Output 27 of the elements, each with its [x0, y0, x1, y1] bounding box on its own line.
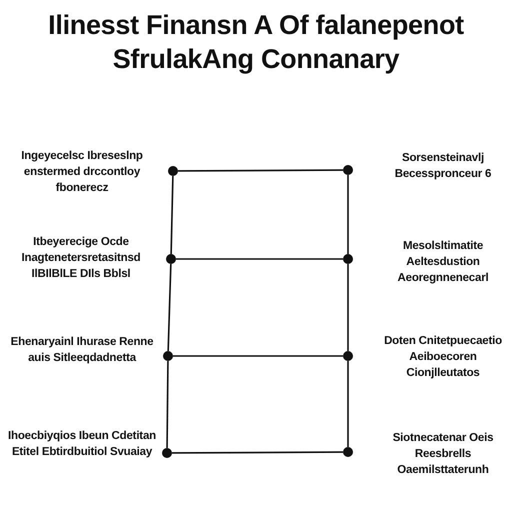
junction-dot	[166, 254, 176, 264]
junction-dot	[163, 351, 173, 361]
side-note: Sorsensteinavlj Becesspronceur 6	[394, 151, 492, 182]
junction-dot	[162, 448, 172, 458]
side-note: Ihoecbiyqios Ibeun Cdetitan Etitel Ebtirdbuitiol Svuaiay	[7, 429, 157, 460]
side-note: Doten Cnitetpuecaetio Aeiboecoren Cionjlleutatos	[383, 334, 503, 381]
connector-line	[167, 264, 172, 352]
connector-line	[173, 355, 343, 357]
side-note: Itbeyerecige Ocde Inagtenetersretasitnsd IlBIlBlLE DIls Bblsl	[20, 235, 142, 282]
connector-line	[170, 176, 174, 254]
connector-line	[178, 169, 343, 172]
junction-dot	[343, 165, 353, 175]
junction-dot	[343, 447, 353, 457]
junction-dot	[168, 166, 178, 176]
side-note: Siotnecatenar Oeis Reesbrells Oaemilsttaterunh	[392, 431, 494, 478]
connector-line	[347, 361, 349, 447]
side-note: Ehenaryainl Ihurase Renne auis Sitleeqdadnetta	[10, 335, 154, 366]
connector-line	[347, 264, 349, 351]
side-note: Mesolsltimatite Aeltesdustion Aeoregnnenecarl	[396, 239, 490, 286]
junction-dot	[343, 254, 353, 264]
connector-line	[176, 258, 343, 260]
connector-line	[166, 361, 169, 448]
junction-dot	[343, 351, 353, 361]
title: Ilinesst Finansn A Of falanepenot SfrulakAng Connanary	[47, 9, 465, 76]
connector-line	[347, 175, 349, 254]
connector-line	[172, 451, 343, 454]
side-note: Ingeyecelsc Ibreseslnp enstermed drccontloy fbonerecz	[20, 149, 144, 196]
